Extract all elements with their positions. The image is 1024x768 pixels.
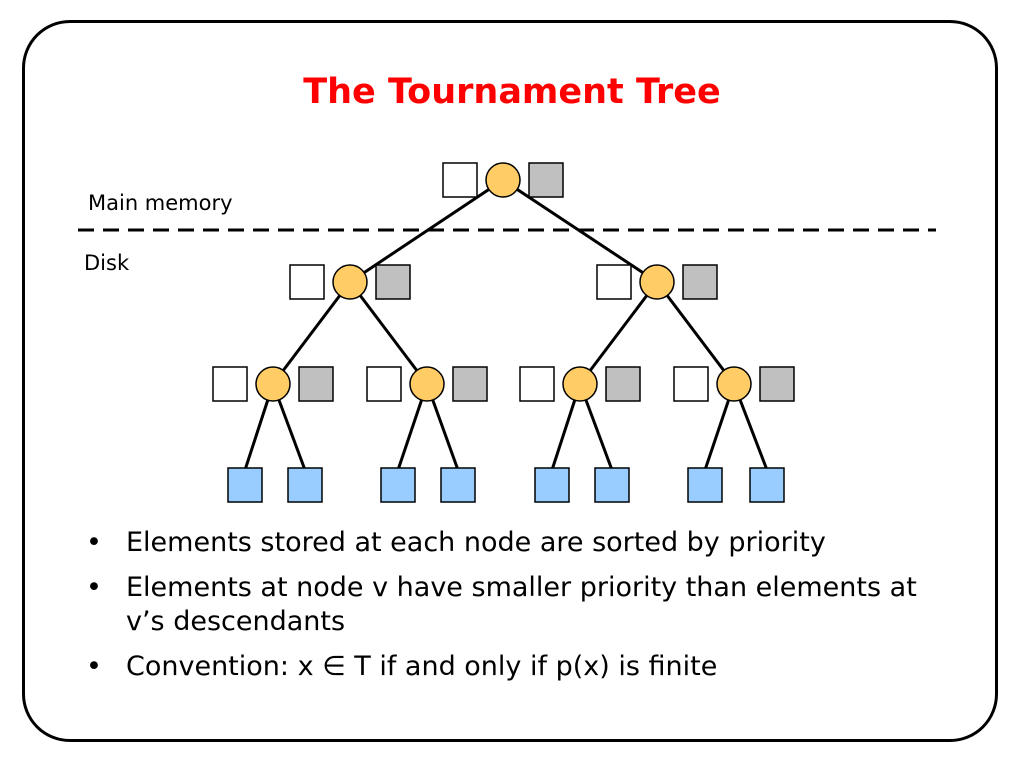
internal-node: [366, 366, 488, 402]
internal-node: [519, 366, 641, 402]
edge: [271, 281, 352, 385]
node-circle: [255, 366, 291, 402]
node-circle: [562, 366, 598, 402]
edge: [578, 281, 659, 385]
internal-node: [596, 264, 718, 300]
edge: [655, 281, 736, 385]
right-element-box: [528, 162, 564, 198]
right-element-box: [605, 366, 641, 402]
node-circle: [485, 162, 521, 198]
bullet-text: Elements stored at each node are sorted …: [126, 527, 826, 558]
disk-label: Disk: [84, 251, 130, 275]
node-circle: [409, 366, 445, 402]
leaf-node: [287, 467, 323, 503]
left-element-box: [289, 264, 325, 300]
bullet-text: Elements at node v have smaller priority…: [126, 572, 917, 637]
right-element-box: [375, 264, 411, 300]
bullet-icon: •: [86, 527, 102, 558]
bullet-item: • Elements at node v have smaller priori…: [86, 571, 946, 639]
bullet-text: Convention: x ∈ T if and only if p(x) is…: [126, 651, 718, 682]
slide-title: The Tournament Tree: [303, 72, 721, 112]
leaf-node: [440, 467, 476, 503]
root-node: [442, 162, 564, 198]
bullet-item: • Convention: x ∈ T if and only if p(x) …: [86, 650, 946, 684]
right-element-box: [452, 366, 488, 402]
leaf-node: [594, 467, 630, 503]
internal-node: [289, 264, 411, 300]
left-element-box: [673, 366, 709, 402]
edge: [348, 281, 429, 385]
bullet-icon: •: [86, 572, 102, 603]
internal-node: [212, 366, 334, 402]
left-element-box: [212, 366, 248, 402]
main-memory-label: Main memory: [88, 191, 233, 215]
leaf-node: [687, 467, 723, 503]
node-circle: [639, 264, 675, 300]
left-element-box: [366, 366, 402, 402]
slide-frame: [22, 20, 998, 742]
left-element-box: [519, 366, 555, 402]
bullet-list: • Elements stored at each node are sorte…: [86, 526, 946, 695]
leaf-node: [227, 467, 263, 503]
right-element-box: [682, 264, 718, 300]
leaf-node: [380, 467, 416, 503]
left-element-box: [596, 264, 632, 300]
node-circle: [332, 264, 368, 300]
left-element-box: [442, 162, 478, 198]
internal-node: [673, 366, 795, 402]
node-circle: [716, 366, 752, 402]
bullet-icon: •: [86, 651, 102, 682]
right-element-box: [298, 366, 334, 402]
leaf-node: [749, 467, 785, 503]
leaf-node: [534, 467, 570, 503]
bullet-item: • Elements stored at each node are sorte…: [86, 526, 946, 560]
right-element-box: [759, 366, 795, 402]
